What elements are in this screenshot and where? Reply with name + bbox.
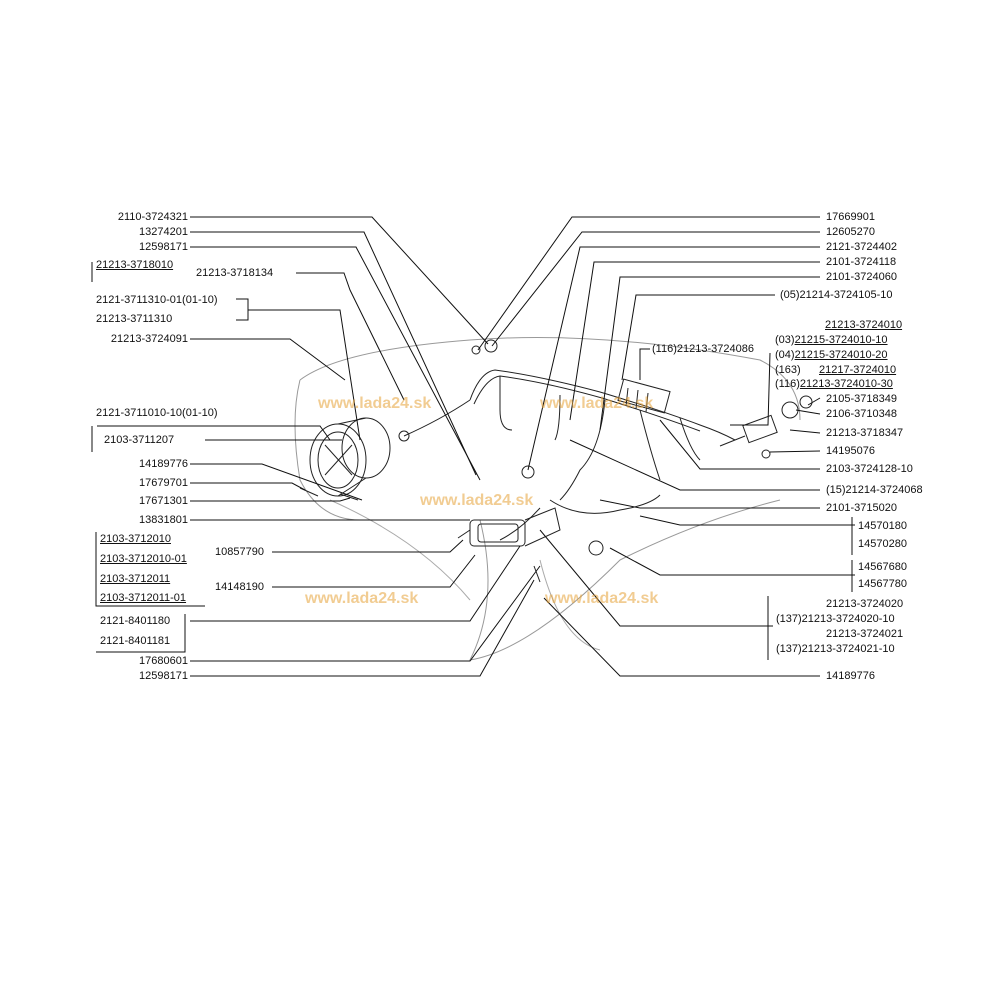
part-label: 21213-3724020 — [826, 598, 904, 610]
part-label: 2103-3724128-10 — [826, 463, 913, 475]
part-label: (05)21214-3724105-10 — [780, 289, 893, 301]
grommet-4 — [588, 540, 604, 556]
part-label: 2110-3724321 — [117, 211, 188, 223]
part-label: 13274201 — [139, 226, 188, 238]
variant-code: (04) — [775, 349, 795, 361]
part-label: 14189776 — [139, 458, 188, 470]
part-label: 2121-3711010-10(01-10) — [96, 407, 218, 419]
part-label: 14570180 — [858, 520, 907, 532]
part-label: 2103-3712011-01 — [100, 592, 187, 604]
watermark: www.lada24.sk — [540, 395, 654, 412]
part-label: 14189776 — [826, 670, 875, 682]
part-label: 2103-3712010-01 — [100, 553, 187, 565]
part-number: 21217-3724010 — [819, 364, 897, 376]
leader-lines — [91, 216, 855, 677]
part-label: 14148190 — [215, 581, 264, 593]
grommet-1 — [471, 345, 481, 355]
part-label: 21213-3711310 — [96, 313, 173, 325]
part-label: 2121-3711310-01(01-10) — [96, 294, 218, 306]
part-label: 17680601 — [139, 655, 188, 667]
variant-code: (163) — [775, 364, 801, 376]
part-label: 2103-3712011 — [100, 573, 171, 585]
watermark: www.lada24.sk — [318, 395, 432, 412]
headlight-assembly — [309, 399, 471, 497]
part-label: 21213-3724010 — [825, 319, 903, 331]
hood-line — [329, 499, 601, 651]
part-label: 14570280 — [858, 538, 907, 550]
part-label: 14567780 — [858, 578, 907, 590]
part-label: 12598171 — [139, 670, 188, 682]
watermark: www.lada24.sk — [420, 492, 534, 509]
variant-code: (116) — [775, 378, 800, 390]
part-label: 12598171 — [139, 241, 188, 253]
part-label: 21213-3718134 — [196, 267, 274, 279]
part-label: (04)21215-3724010-20 — [775, 349, 888, 361]
part-label: 17671301 — [139, 495, 188, 507]
part-label: 2101-3724060 — [826, 271, 897, 283]
part-label: 14195076 — [826, 445, 875, 457]
car-body-outline — [294, 337, 801, 661]
clip — [761, 449, 771, 459]
part-label: 2101-3724118 — [826, 256, 897, 268]
part-label: 21213-3724091 — [110, 333, 188, 345]
part-label: 2101-3715020 — [826, 502, 897, 514]
part-label: (137)21213-3724021-10 — [776, 643, 895, 655]
part-label: 21213-3718347 — [826, 427, 904, 439]
part-label: 14567680 — [858, 561, 907, 573]
part-label: (15)21214-3724068 — [826, 484, 923, 496]
part-label: 21213-3724021 — [826, 628, 904, 640]
wiring-harness — [469, 369, 736, 541]
part-number: 21215-3724010-10 — [794, 334, 888, 346]
part-label: 17679701 — [139, 477, 188, 489]
variant-code: (03) — [775, 334, 795, 346]
part-label: 2121-3724402 — [826, 241, 897, 253]
part-label: (116)21213-3724010-30 — [775, 378, 893, 390]
part-label: (116)21213-3724086 — [652, 343, 754, 355]
watermark: www.lada24.sk — [305, 590, 419, 607]
grommet-3 — [521, 465, 535, 479]
side-lamp — [469, 507, 561, 547]
part-label: 2105-3718349 — [826, 393, 897, 405]
part-label: (03)21215-3724010-10 — [775, 334, 888, 346]
part-label: 2103-3711207 — [104, 434, 175, 446]
part-label: 2103-3712010 — [100, 533, 171, 545]
part-label: (163) 21217-3724010 — [775, 364, 896, 376]
part-number: 21213-3724010-30 — [799, 378, 893, 390]
part-label: 12605270 — [826, 226, 875, 238]
part-label: 10857790 — [215, 546, 264, 558]
part-label: 21213-3718010 — [96, 259, 174, 271]
fuse-block — [617, 378, 671, 414]
part-label: 2121-8401181 — [100, 635, 171, 647]
part-label: (137)21213-3724020-10 — [776, 613, 895, 625]
part-label: 17669901 — [826, 211, 875, 223]
part-number: 21215-3724010-20 — [794, 349, 888, 361]
watermark: www.lada24.sk — [545, 590, 659, 607]
part-label: 2106-3710348 — [826, 408, 897, 420]
bolts — [457, 529, 541, 583]
grommet-2 — [484, 339, 498, 353]
part-label: 2121-8401180 — [100, 615, 171, 627]
part-label: 13831801 — [139, 514, 188, 526]
